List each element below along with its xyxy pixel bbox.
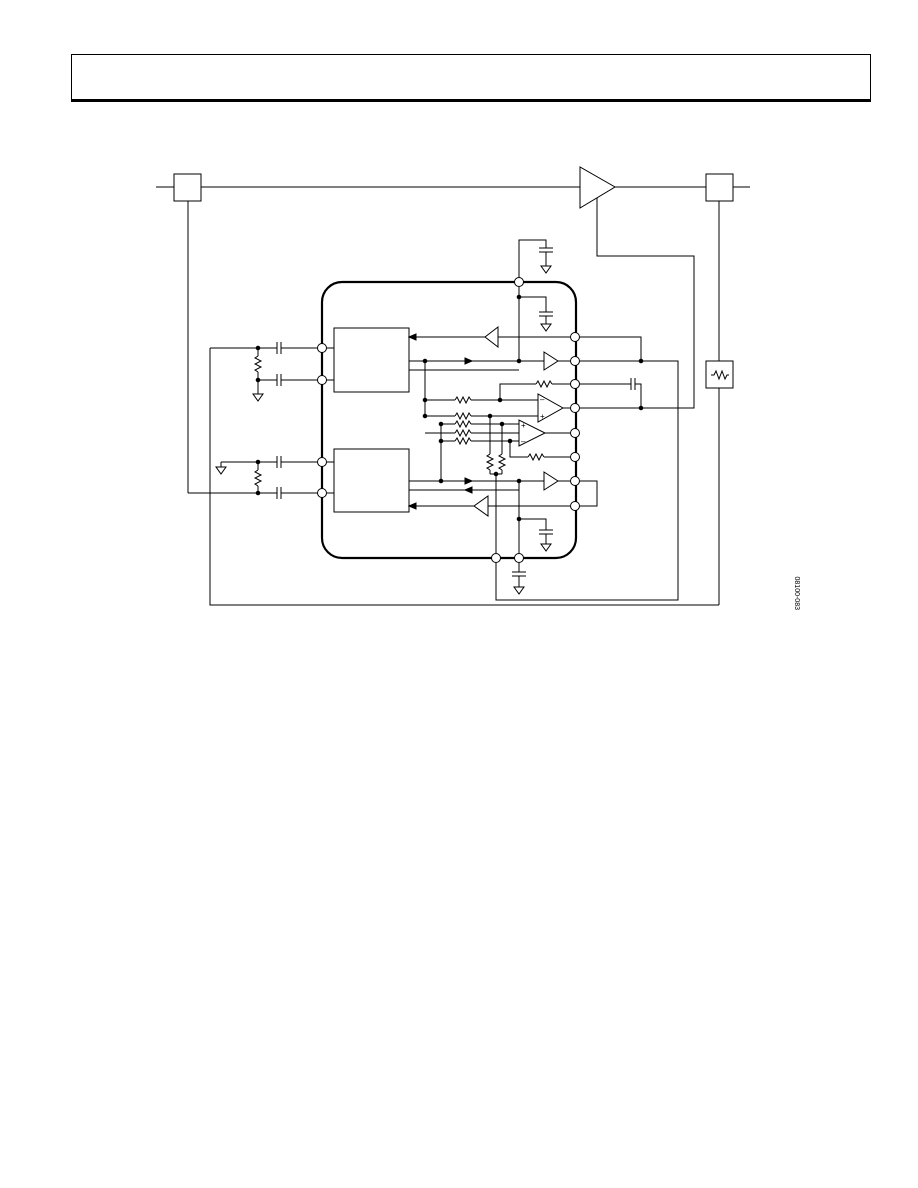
svg-text:+: +	[540, 412, 545, 421]
ground-icon	[540, 323, 552, 332]
pin	[570, 379, 580, 389]
arrow-icon	[407, 333, 417, 341]
lower-detector-path	[407, 471, 570, 517]
pin	[570, 356, 580, 366]
pin	[570, 403, 580, 413]
attenuator-resistor-icon	[711, 369, 729, 381]
op-amp-symbol	[518, 419, 547, 447]
svg-text:+: +	[521, 421, 526, 430]
buffer-amplifier-symbol	[484, 325, 499, 349]
resistor-symbol	[535, 379, 553, 389]
resistor-symbol	[485, 453, 495, 471]
ground-icon	[540, 543, 552, 552]
pin	[570, 428, 580, 438]
arrow-icon	[464, 357, 474, 365]
buffer-amplifier-symbol	[543, 471, 559, 491]
lower-function-block	[333, 448, 410, 513]
upper-function-block	[333, 327, 410, 393]
resistor-symbol	[497, 453, 507, 471]
buffer-amplifier-symbol	[543, 351, 559, 371]
pin	[570, 452, 580, 462]
lower-coupling-network	[188, 456, 317, 499]
pin	[514, 553, 524, 563]
resistor-symbol	[253, 469, 263, 487]
page-header	[71, 54, 871, 102]
top-supply-decoupling	[514, 239, 553, 361]
upper-coupling-network	[210, 342, 317, 402]
pin	[570, 501, 580, 511]
ground-icon	[215, 466, 227, 475]
arrow-icon	[407, 502, 417, 510]
ground-icon	[513, 586, 525, 595]
resistor-symbol	[454, 436, 472, 446]
pin	[317, 457, 327, 467]
bias-feed-line	[580, 198, 695, 409]
bottom-supply-decoupling	[491, 360, 679, 601]
main-signal-path	[156, 166, 750, 209]
pin	[570, 332, 580, 342]
op-amp-symbol	[537, 393, 565, 423]
pin	[317, 488, 327, 498]
pin	[570, 476, 580, 486]
resistor-symbol	[454, 428, 472, 438]
outer-loop-line	[209, 348, 719, 606]
pin	[514, 277, 524, 287]
output-connector	[705, 173, 734, 202]
resistor-symbol	[454, 419, 472, 429]
resistor-symbol	[253, 355, 263, 373]
resistor-symbol	[527, 452, 545, 462]
resistor-symbol	[454, 411, 472, 421]
pin	[491, 553, 501, 563]
power-amplifier-symbol	[579, 166, 616, 209]
pin	[317, 343, 327, 353]
ic-package-outline	[320, 280, 578, 560]
resistor-symbol	[454, 395, 472, 405]
right-pins	[570, 332, 580, 511]
arrow-icon	[463, 486, 473, 494]
ground-icon	[540, 265, 552, 274]
input-connector	[173, 173, 202, 202]
svg-text:–: –	[521, 437, 526, 446]
pin	[317, 375, 327, 385]
upper-detector-path	[407, 325, 570, 371]
difference-amplifier-network: – + + –	[422, 361, 570, 553]
ground-icon	[252, 393, 264, 402]
arrow-icon	[464, 477, 474, 485]
buffer-amplifier-symbol	[473, 495, 489, 517]
figure-code: 08100-083	[793, 577, 800, 611]
left-pins	[317, 343, 327, 498]
svg-text:–: –	[540, 395, 545, 404]
